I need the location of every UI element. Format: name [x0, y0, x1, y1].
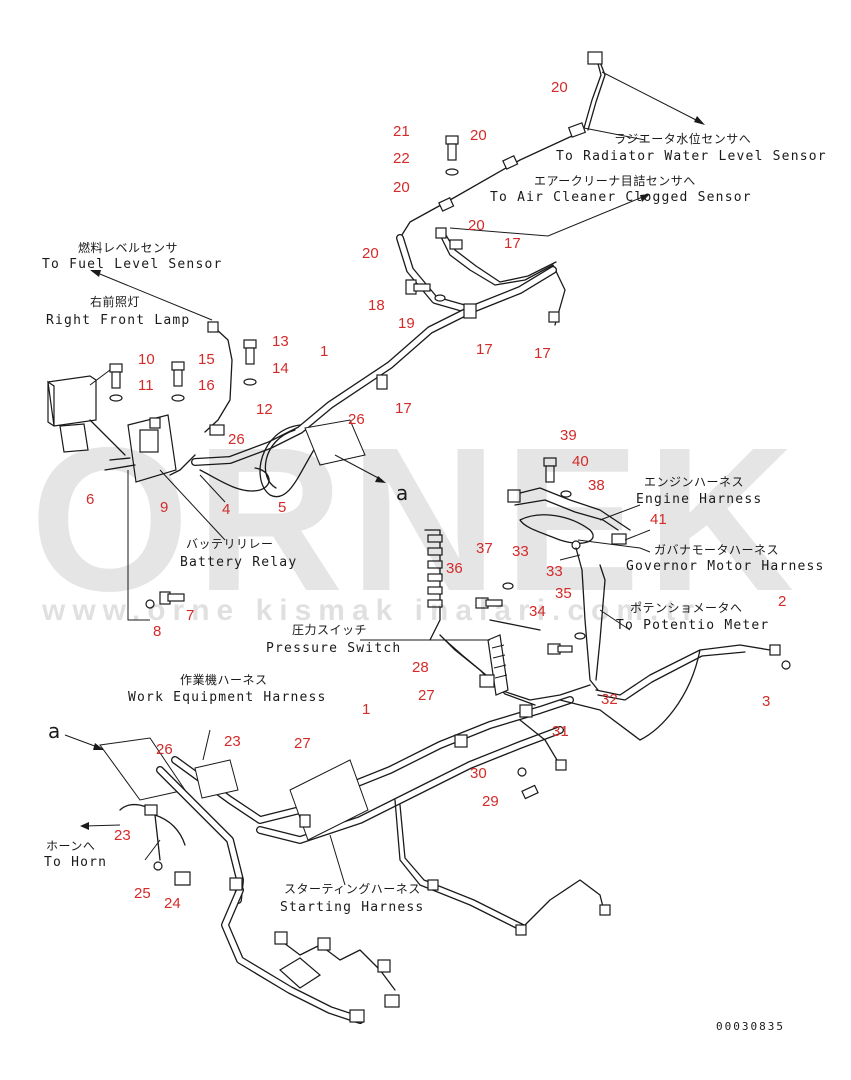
section-mark-a: a [396, 481, 408, 505]
callout-29: 29 [482, 793, 499, 810]
fuel-label-en: To Fuel Level Sensor [42, 257, 223, 272]
callout-26: 26 [348, 411, 365, 428]
annotations: ラジエータ水位センサへ To Radiator Water Level Sens… [42, 131, 827, 1033]
callout-7: 7 [186, 607, 194, 624]
engine-harness-assembly [360, 487, 791, 741]
callout-1: 1 [320, 343, 328, 360]
bolt-29 [517, 767, 539, 800]
engine-label-jp: エンジンハーネス [644, 475, 744, 489]
callout-18: 18 [368, 297, 385, 314]
callout-13: 13 [272, 333, 289, 350]
callout-38: 38 [588, 477, 605, 494]
callout-26: 26 [228, 431, 245, 448]
callout-35: 35 [555, 585, 572, 602]
callout-24: 24 [164, 895, 181, 912]
lower-harness [99, 696, 641, 1024]
callout-17: 17 [395, 400, 412, 417]
callout-32: 32 [601, 691, 618, 708]
fuel-label-jp: 燃料レベルセンサ [78, 240, 178, 255]
callout-20: 20 [468, 217, 485, 234]
callout-15: 15 [198, 351, 215, 368]
callout-40: 40 [572, 453, 589, 470]
callout-16: 16 [198, 377, 215, 394]
callout-34: 34 [529, 603, 546, 620]
callout-6: 6 [86, 491, 94, 508]
relay-label-en: Battery Relay [180, 555, 297, 570]
callout-1: 1 [362, 701, 370, 718]
work-label-en: Work Equipment Harness [128, 690, 327, 705]
callout-27: 27 [294, 735, 311, 752]
callout-5: 5 [278, 499, 286, 516]
callout-17: 17 [504, 235, 521, 252]
callout-27: 27 [418, 687, 435, 704]
section-mark-a: a [48, 719, 60, 743]
callout-33: 33 [546, 563, 563, 580]
upper-harness [47, 51, 606, 621]
engine-label-en: Engine Harness [636, 492, 762, 507]
callout-20: 20 [551, 79, 568, 96]
direction-arrows [64, 71, 705, 830]
lamp-label-en: Right Front Lamp [46, 313, 190, 328]
callout-33: 33 [512, 543, 529, 560]
pressure-label-jp: 圧力スイッチ [292, 623, 367, 637]
callout-20: 20 [393, 179, 410, 196]
relay-label-jp: バッテリリレー [186, 537, 274, 551]
watermark: ORNEK www.orne kismak inalari.com.tr [30, 405, 800, 634]
horn-label-jp: ホーンへ [46, 839, 95, 853]
starting-label-jp: スターティングハーネス [284, 882, 421, 896]
callout-30: 30 [470, 765, 487, 782]
callout-23: 23 [114, 827, 131, 844]
callout-10: 10 [138, 351, 155, 368]
pressure-label-en: Pressure Switch [266, 641, 401, 656]
callout-37: 37 [476, 540, 493, 557]
callout-4: 4 [222, 501, 230, 518]
watermark-url: www.orne kismak inalari.com.tr [41, 594, 701, 627]
potentio-label-jp: ポテンショメータへ [630, 601, 743, 615]
callout-25: 25 [134, 885, 151, 902]
work-label-jp: 作業機ハーネス [180, 672, 268, 687]
callout-36: 36 [446, 560, 463, 577]
lamp-label-jp: 右前照灯 [90, 294, 140, 309]
radiator-label-jp: ラジエータ水位センサへ [614, 131, 751, 146]
starting-label-en: Starting Harness [280, 900, 424, 915]
callout-17: 17 [534, 345, 551, 362]
callout-20: 20 [362, 245, 379, 262]
callout-2: 2 [778, 593, 786, 610]
aircleaner-label-jp: エアークリーナ目詰センサへ [534, 173, 696, 188]
callout-23: 23 [224, 733, 241, 750]
callout-22: 22 [393, 150, 410, 167]
callout-12: 12 [256, 401, 273, 418]
callout-8: 8 [153, 623, 161, 640]
callout-39: 39 [560, 427, 577, 444]
callout-26: 26 [156, 741, 173, 758]
callouts: 1 1 2 3 4 5 6 7 8 9 10 11 12 13 14 15 16… [86, 79, 786, 912]
callout-21: 21 [393, 123, 410, 140]
horn-label-en: To Horn [44, 855, 107, 870]
hardware [109, 135, 586, 655]
callout-9: 9 [160, 499, 168, 516]
potentio-label-en: To Potentio Meter [616, 618, 769, 633]
callout-41: 41 [650, 511, 667, 528]
drawing-code: 00030835 [716, 1020, 785, 1033]
radiator-label-en: To Radiator Water Level Sensor [556, 149, 827, 164]
watermark-brand: ORNEK [30, 405, 800, 634]
callout-17: 17 [476, 341, 493, 358]
callout-3: 3 [762, 693, 770, 710]
aircleaner-label-en: To Air Cleaner Clogged Sensor [490, 190, 752, 205]
governor-label-en: Governor Motor Harness [626, 559, 825, 574]
connector-ladder [424, 529, 443, 641]
callout-31: 31 [552, 723, 569, 740]
callout-11: 11 [138, 377, 154, 394]
callout-20: 20 [470, 127, 487, 144]
callout-19: 19 [398, 315, 415, 332]
governor-label-jp: ガバナモータハーネス [654, 543, 779, 557]
callout-14: 14 [272, 360, 289, 377]
callout-28: 28 [412, 659, 429, 676]
